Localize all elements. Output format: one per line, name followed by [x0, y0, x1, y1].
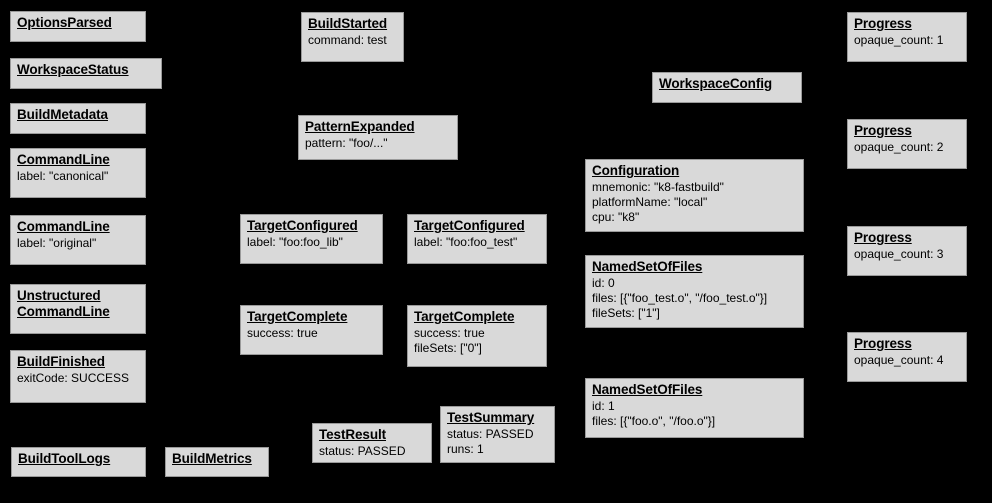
event-node-field: id: 0 — [592, 275, 615, 290]
event-node-fields: label: "original" — [17, 236, 139, 251]
event-node-title: TargetComplete — [247, 309, 348, 324]
event-node-field: exitCode: SUCCESS — [17, 370, 130, 385]
event-node-title: CommandLine — [17, 152, 110, 167]
event-node-field: fileSets: ["1"] — [592, 305, 660, 320]
event-node-field: files: [{"foo.o", "/foo.o"}] — [592, 413, 716, 428]
event-node-field: status: PASSED — [447, 426, 534, 441]
event-node-field: platformName: "local" — [592, 194, 708, 209]
event-node-build-metrics[interactable]: BuildMetrics — [165, 447, 269, 477]
event-node-field: fileSets: ["0"] — [414, 340, 482, 355]
event-node-title: WorkspaceConfig — [659, 76, 773, 91]
event-node-field: label: "foo:foo_test" — [414, 234, 518, 249]
event-node-title: Unstructured CommandLine — [17, 288, 110, 319]
event-node-title: CommandLine — [17, 219, 110, 234]
event-node-workspace-status[interactable]: WorkspaceStatus — [10, 58, 162, 89]
event-node-fields: label: "foo:foo_test" — [414, 235, 540, 250]
event-node-fields: opaque_count: 2 — [854, 140, 960, 155]
event-node-field: runs: 1 — [447, 441, 484, 456]
event-node-field: status: PASSED — [319, 443, 406, 458]
event-node-title: TestSummary — [447, 410, 535, 425]
event-node-fields: status: PASSED — [319, 444, 425, 459]
event-node-field: label: "canonical" — [17, 168, 109, 183]
event-node-options-parsed[interactable]: OptionsParsed — [10, 11, 146, 42]
event-node-build-metadata[interactable]: BuildMetadata — [10, 103, 146, 134]
event-node-title: Configuration — [592, 163, 680, 178]
event-node-build-tool-logs[interactable]: BuildToolLogs — [11, 447, 146, 477]
event-node-fields: pattern: "foo/..." — [305, 136, 451, 151]
event-node-field: command: test — [308, 32, 387, 47]
event-node-field: files: [{"foo_test.o", "/foo_test.o"}] — [592, 290, 768, 305]
event-node-field: opaque_count: 4 — [854, 352, 944, 367]
event-node-title: Progress — [854, 16, 912, 31]
event-node-field: success: true — [247, 325, 318, 340]
event-node-field: label: "foo:foo_lib" — [247, 234, 343, 249]
event-node-title: WorkspaceStatus — [17, 62, 129, 77]
event-node-fields: exitCode: SUCCESS — [17, 371, 139, 386]
event-node-title: TargetConfigured — [247, 218, 358, 233]
event-node-field: label: "original" — [17, 235, 97, 250]
event-node-fields: opaque_count: 4 — [854, 353, 960, 368]
event-node-fields: command: test — [308, 33, 397, 48]
event-node-workspace-config[interactable]: WorkspaceConfig — [652, 72, 802, 103]
event-node-title: BuildMetadata — [17, 107, 108, 122]
event-node-fields: opaque_count: 1 — [854, 33, 960, 48]
event-node-fields: mnemonic: "k8-fastbuild"platformName: "l… — [592, 180, 797, 225]
event-node-field: pattern: "foo/..." — [305, 135, 388, 150]
event-node-fields: opaque_count: 3 — [854, 247, 960, 262]
event-node-field: mnemonic: "k8-fastbuild" — [592, 179, 724, 194]
event-node-title: NamedSetOfFiles — [592, 382, 703, 397]
event-node-title: BuildFinished — [17, 354, 105, 369]
event-node-unstructured-command-line[interactable]: Unstructured CommandLine — [10, 284, 146, 334]
event-node-field: success: true — [414, 325, 485, 340]
event-node-field: cpu: "k8" — [592, 209, 640, 224]
event-node-field: opaque_count: 1 — [854, 32, 944, 47]
event-node-field: opaque_count: 2 — [854, 139, 944, 154]
event-node-title: BuildToolLogs — [18, 451, 111, 466]
event-node-field: id: 1 — [592, 398, 615, 413]
event-node-title: PatternExpanded — [305, 119, 415, 134]
event-node-field: opaque_count: 3 — [854, 246, 944, 261]
event-node-title: TargetComplete — [414, 309, 515, 324]
event-node-title: TargetConfigured — [414, 218, 525, 233]
event-node-title: Progress — [854, 123, 912, 138]
event-node-title: Progress — [854, 230, 912, 245]
event-node-fields: success: true — [247, 326, 376, 341]
event-node-title: OptionsParsed — [17, 15, 112, 30]
event-node-title: Progress — [854, 336, 912, 351]
event-node-fields: label: "canonical" — [17, 169, 139, 184]
event-node-title: NamedSetOfFiles — [592, 259, 703, 274]
event-node-title: TestResult — [319, 427, 387, 442]
event-node-title: BuildMetrics — [172, 451, 252, 466]
event-node-title: BuildStarted — [308, 16, 388, 31]
event-node-fields: label: "foo:foo_lib" — [247, 235, 376, 250]
